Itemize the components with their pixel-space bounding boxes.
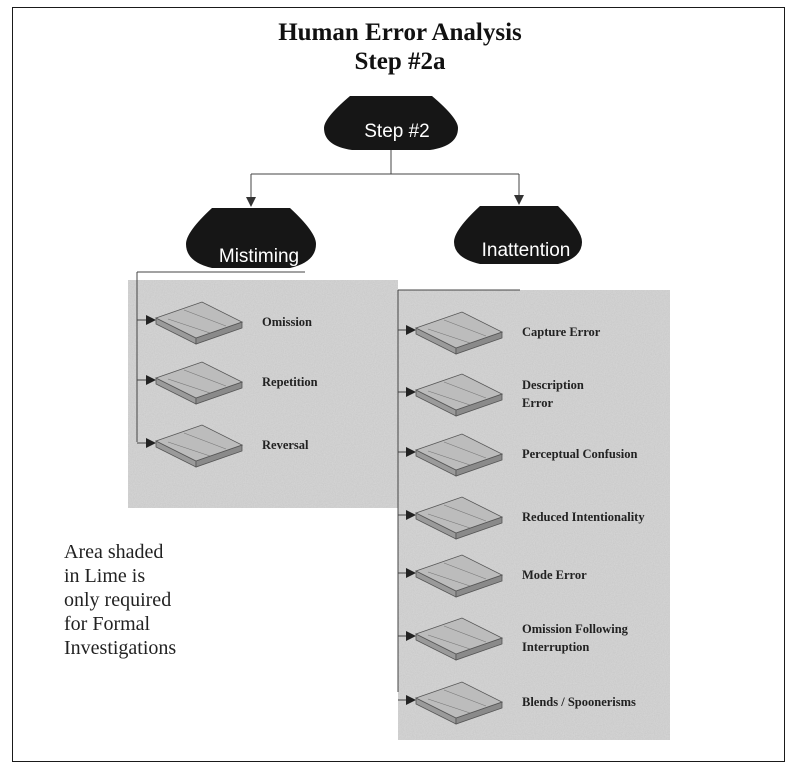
branch-connectors — [136, 271, 520, 692]
note-line: only required — [64, 589, 172, 611]
inattention-item[interactable]: Capture Error — [398, 311, 601, 355]
inattention-item[interactable]: Perceptual Confusion — [398, 433, 637, 477]
title-line-1: Human Error Analysis — [278, 19, 522, 46]
node-step-2[interactable]: Step #2 — [324, 96, 458, 150]
item-box-icon — [154, 301, 244, 345]
note-line: Investigations — [64, 637, 177, 659]
node-inattention[interactable]: Inattention — [454, 206, 582, 264]
item-arrow-icon — [406, 695, 416, 705]
item-arrow-icon — [146, 315, 156, 325]
note-line: Area shaded — [64, 541, 164, 563]
item-box-icon — [414, 681, 504, 725]
item-arrow-icon — [406, 510, 416, 520]
diagram-frame — [12, 7, 785, 762]
item-box-icon — [414, 617, 504, 661]
item-label: Omission Following — [522, 622, 629, 636]
item-arrow-icon — [406, 325, 416, 335]
item-label: Omission — [262, 315, 312, 329]
item-box-icon — [154, 424, 244, 468]
item-box-icon — [154, 361, 244, 405]
item-box-icon — [414, 433, 504, 477]
mistiming-item[interactable]: Repetition — [137, 361, 318, 405]
item-box-icon — [414, 554, 504, 598]
item-label: Mode Error — [522, 568, 587, 582]
title-line-2: Step #2a — [354, 48, 446, 75]
root-connectors — [246, 150, 524, 207]
inattention-item[interactable]: Reduced Intentionality — [398, 496, 645, 540]
item-label: Perceptual Confusion — [522, 447, 637, 461]
item-label: Blends / Spoonerisms — [522, 695, 636, 709]
node-step-2-label: Step #2 — [364, 121, 430, 142]
item-arrow-icon — [406, 631, 416, 641]
item-label: Error — [522, 396, 553, 410]
inattention-items: Capture ErrorDescriptionErrorPerceptual … — [398, 311, 645, 725]
inattention-item[interactable]: Blends / Spoonerisms — [398, 681, 636, 725]
note-line: in Lime is — [64, 565, 146, 587]
title-block: Human Error Analysis Step #2a — [200, 18, 600, 76]
item-label: Repetition — [262, 375, 318, 389]
lime-area-note: Area shaded in Lime is only required for… — [64, 540, 224, 660]
item-label: Reversal — [262, 438, 309, 452]
shaded-area — [128, 280, 670, 740]
item-arrow-icon — [146, 375, 156, 385]
item-label: Description — [522, 378, 584, 392]
mistiming-item[interactable]: Omission — [137, 301, 312, 345]
node-inattention-label: Inattention — [482, 240, 571, 261]
item-arrow-icon — [146, 438, 156, 448]
note-line: for Formal — [64, 613, 151, 635]
node-mistiming-label: Mistiming — [219, 246, 299, 267]
item-arrow-icon — [406, 387, 416, 397]
item-box-icon — [414, 311, 504, 355]
mistiming-item[interactable]: Reversal — [137, 424, 309, 468]
item-box-icon — [414, 373, 504, 417]
item-label: Reduced Intentionality — [522, 510, 645, 524]
node-mistiming[interactable]: Mistiming — [186, 208, 316, 268]
item-box-icon — [414, 496, 504, 540]
item-arrow-icon — [406, 568, 416, 578]
inattention-item[interactable]: Mode Error — [398, 554, 587, 598]
item-label: Interruption — [522, 640, 589, 654]
item-arrow-icon — [406, 447, 416, 457]
item-label: Capture Error — [522, 325, 601, 339]
